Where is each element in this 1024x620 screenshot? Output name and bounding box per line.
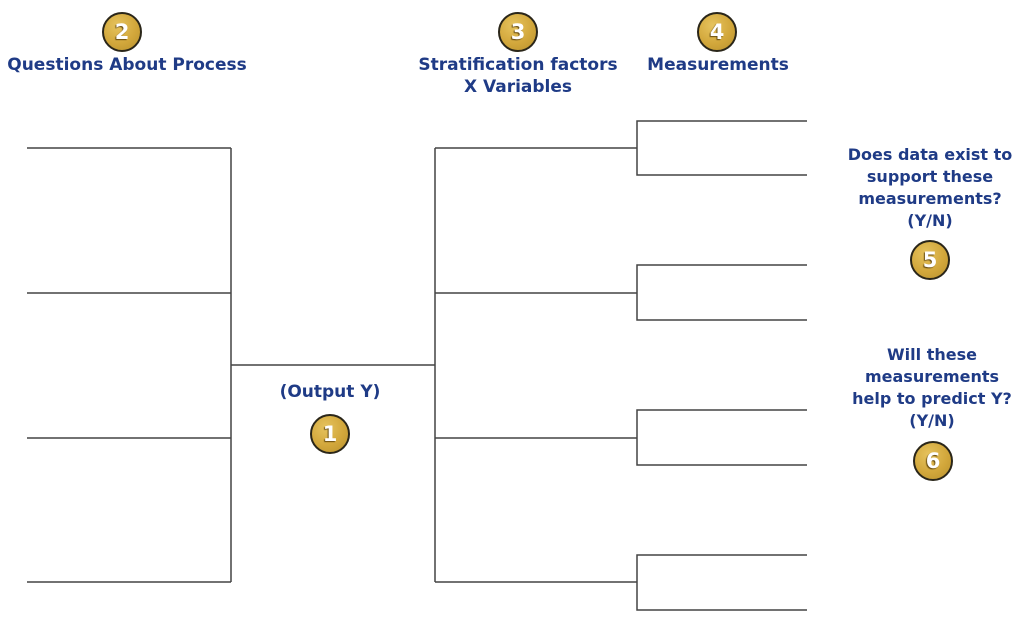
step-1-badge: 1 — [310, 414, 350, 454]
measurement-fork-4 — [636, 554, 807, 611]
measurement-fork-2 — [636, 264, 807, 321]
predict-question-label: Will these measurements help to predict … — [852, 345, 1012, 430]
questions-about-process-label: Questions About Process — [7, 55, 247, 75]
step-2-badge: 2 — [102, 12, 142, 52]
data-exists-question-label: Does data exist to support these measure… — [847, 145, 1013, 230]
measurements-label: Measurements — [647, 55, 789, 75]
step-3-badge: 3 — [498, 12, 538, 52]
stratification-factors-label: Stratification factors X Variables — [418, 55, 618, 97]
step-5-badge: 5 — [910, 240, 950, 280]
output-y-label: (Output Y) — [279, 382, 381, 402]
step-6-badge: 6 — [913, 441, 953, 481]
measurement-fork-3 — [636, 409, 807, 466]
step-4-badge: 4 — [697, 12, 737, 52]
measurement-fork-1 — [636, 120, 807, 176]
